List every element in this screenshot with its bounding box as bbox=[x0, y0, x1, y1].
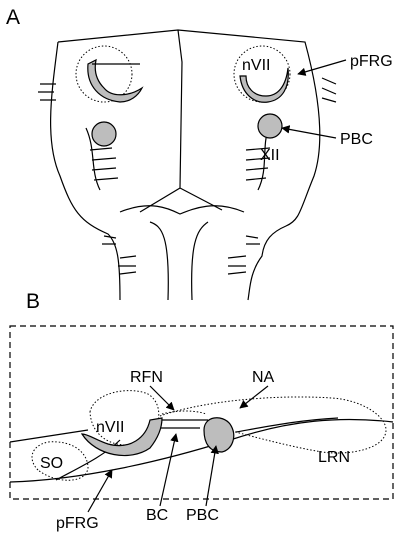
arrow-rfn-b bbox=[150, 386, 174, 410]
arrow-pbc-a bbox=[282, 128, 336, 138]
label-pfrg-b: pFRG bbox=[56, 515, 99, 532]
arrow-pbc-b bbox=[206, 446, 216, 506]
rootlets-left bbox=[38, 84, 136, 274]
label-so-b: SO bbox=[40, 455, 63, 472]
label-nvii-b: nVII bbox=[96, 419, 124, 436]
panel-b: B RFN NA nVII SO LRN pFRG BC PBC bbox=[10, 290, 393, 532]
label-rfn-b: RFN bbox=[130, 369, 163, 386]
arrow-pfrg-b bbox=[88, 470, 112, 512]
panel-a-letter: A bbox=[6, 6, 20, 29]
bc-lines bbox=[158, 418, 338, 432]
arrow-pfrg-a bbox=[298, 60, 346, 74]
label-na-b: NA bbox=[252, 369, 275, 386]
label-nvii-a: nVII bbox=[242, 57, 270, 74]
arrow-na-b bbox=[240, 386, 268, 408]
pbc-left-circle bbox=[92, 122, 116, 146]
label-bc-b: BC bbox=[146, 507, 168, 524]
midline bbox=[140, 30, 222, 212]
arrow-bc-b bbox=[160, 434, 176, 506]
rfn-outline bbox=[162, 411, 206, 414]
pbc-right-circle bbox=[258, 114, 282, 138]
label-pbc-b: PBC bbox=[186, 507, 219, 524]
label-pfrg-a: pFRG bbox=[350, 53, 393, 70]
pfrg-left-crescent bbox=[88, 60, 142, 102]
panel-b-letter: B bbox=[26, 290, 40, 313]
label-pbc-a: PBC bbox=[340, 131, 373, 148]
pbc-b-shape bbox=[204, 418, 234, 452]
label-lrn-b: LRN bbox=[318, 449, 350, 466]
rootlets-right bbox=[228, 78, 336, 274]
panel-a: A nVII pFRG XII PBC bbox=[6, 6, 393, 300]
label-xii-a: XII bbox=[260, 147, 280, 164]
obex-lines bbox=[120, 206, 244, 300]
